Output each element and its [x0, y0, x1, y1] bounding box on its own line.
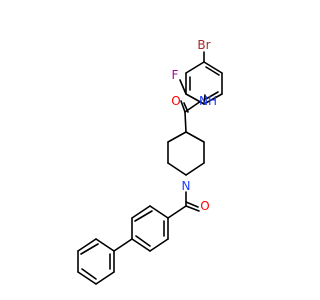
bond-biaryl — [113, 238, 133, 252]
bond-ring3 — [77, 238, 97, 252]
bond-ring2 — [131, 205, 151, 219]
molecule-diagram: Br F NH O N O — [77, 38, 223, 285]
atom-n-amide-label: NH — [199, 94, 217, 108]
bond-ring1 — [185, 61, 205, 74]
bond-layer — [77, 51, 223, 285]
bond-pip — [185, 131, 205, 143]
bond-pip — [185, 162, 205, 176]
structure-drawing: Br F NH O N O — [77, 38, 223, 285]
atom-br-label: Br — [197, 38, 210, 52]
atom-n-ring-label: N — [182, 179, 191, 193]
bond-ketone-o — [185, 205, 200, 212]
bond-ring3-inner — [80, 243, 99, 255]
bond-ring1 — [203, 93, 223, 105]
bond-pip — [167, 162, 187, 176]
bond-c-n-amide — [203, 94, 206, 105]
bond-ring3 — [77, 271, 97, 285]
bond-ketone-aryl — [167, 205, 187, 219]
bond-ring2 — [149, 205, 169, 219]
bond-ring1 — [203, 61, 223, 74]
bond-ring2 — [131, 238, 151, 252]
bond-pip — [167, 131, 187, 143]
atom-f-label: F — [172, 68, 179, 82]
atom-label-layer: Br F NH O N O — [171, 38, 217, 213]
bond-ring3 — [95, 271, 115, 285]
bond-c-f — [179, 79, 187, 95]
bond-ring2 — [149, 238, 169, 252]
atom-o-amide-label: O — [171, 94, 180, 108]
bond-ring3 — [95, 238, 115, 252]
bond-ring2-inner — [134, 210, 153, 222]
bond-ring1-inner — [205, 66, 220, 76]
bond-ring1-inner — [205, 91, 219, 100]
atom-o-ketone-label: O — [200, 199, 209, 213]
bond-ring3-inner — [81, 268, 97, 280]
bond-ring2-inner — [135, 235, 151, 247]
bond-ring1 — [185, 93, 205, 105]
bond-ketone-o-double — [185, 201, 199, 208]
bond-carbonyl-c4 — [184, 111, 187, 133]
bond-carbonyl-o-double — [183, 102, 189, 113]
bond-carbonyl-o — [180, 100, 186, 113]
